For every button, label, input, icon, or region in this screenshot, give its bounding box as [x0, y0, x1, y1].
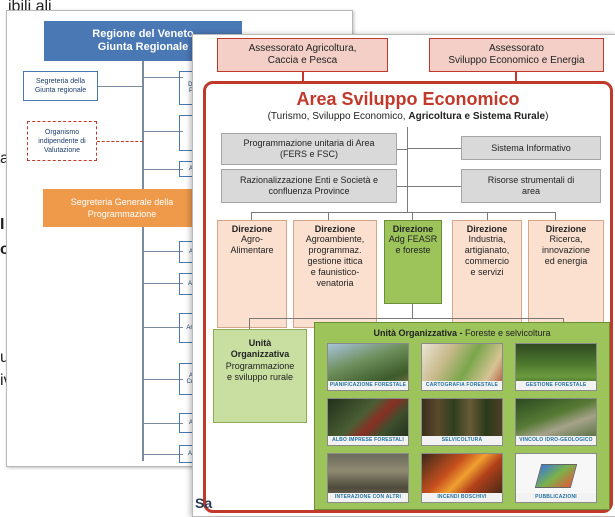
book-icon — [534, 464, 578, 488]
assessorato-agricoltura-box: Assessorato Agricoltura, Caccia e Pesca — [217, 38, 388, 72]
direzione-head: Direzione — [314, 224, 356, 234]
photo-caption: PUBBLICAZIONI — [516, 493, 596, 502]
photo-albo-imprese: ALBO IMPRESE FORESTALI — [327, 398, 409, 446]
direzione-body: Adg FEASR e foreste — [388, 234, 438, 255]
area-subtitle-bold: Agricoltura e Sistema Rurale — [408, 111, 546, 122]
direzione-head: Direzione — [466, 224, 508, 234]
area-subtitle-post: ) — [545, 111, 549, 122]
photo-selvicoltura: SELVICOLTURA — [421, 398, 503, 446]
organismo-box: Organismo indipendente di Valutazione — [27, 121, 97, 161]
photo-caption: SELVICOLTURA — [422, 436, 502, 445]
direzione-body: Agroambiente, programmaz. gestione ittic… — [305, 234, 365, 288]
back-page-frag: a — [0, 150, 9, 167]
direzione-agroalimentare-box: Direzione Agro- Alimentare — [217, 220, 287, 328]
photo-caption: CARTOGRAFIA FORESTALE — [422, 381, 502, 390]
back-page-frag: I — [0, 216, 5, 233]
direzione-body: Agro- Alimentare — [230, 234, 274, 255]
programmazione-unitaria-box: Programmazione unitaria di Area (FERS e … — [221, 133, 397, 165]
back-page-frag: iv — [0, 372, 12, 390]
photo-caption: PIANIFICAZIONE FORESTALE — [328, 381, 408, 390]
photo-vincolo-idrogeologico: VINCOLO IDRO-GEOLOGICO — [515, 398, 597, 446]
photo-caption: ALBO IMPRESE FORESTALI — [328, 436, 408, 445]
direzione-body: Ricerca, innovazione ed energia — [541, 234, 591, 266]
unita-body: Programmazione e sviluppo rurale — [225, 361, 295, 382]
direzione-head: Direzione — [545, 224, 587, 234]
photo-gestione-forestale: GESTIONE FORESTALE — [515, 343, 597, 391]
area-subtitle-pre: (Turismo, Sviluppo Economico, — [267, 111, 409, 122]
photo-caption: VINCOLO IDRO-GEOLOGICO — [516, 436, 596, 445]
photo-interazione-settori: INTERAZIONE CON ALTRI SETTORI — [327, 453, 409, 503]
footer-fragment: Sa — [195, 495, 213, 511]
photo-incendi-boschivi: INCENDI BOSCHIVI — [421, 453, 503, 503]
photo-caption: INTERAZIONE CON ALTRI SETTORI — [328, 493, 408, 502]
unita-foreste-box: Unità Organizzativa - Foreste e selvicol… — [314, 322, 610, 510]
front-page: Assessorato Agricoltura, Caccia e Pesca … — [192, 34, 615, 517]
photo-caption: GESTIONE FORESTALE — [516, 381, 596, 390]
razionalizzazione-box: Razionalizzazione Enti e Società e confl… — [221, 169, 397, 203]
segreteria-generale-box: Segreteria Generale della Programmazione — [43, 189, 201, 227]
unita-foreste-title-bold: Unità Organizzativa - — [373, 328, 463, 338]
photo-cartografia-forestale: CARTOGRAFIA FORESTALE — [421, 343, 503, 391]
segreteria-giunta-box: Segreteria della Giunta regionale — [23, 71, 98, 101]
direzione-head: Direzione — [392, 224, 434, 234]
direzione-ricerca-box: Direzione Ricerca, innovazione ed energi… — [528, 220, 604, 328]
direzione-agroambiente-box: Direzione Agroambiente, programmaz. gest… — [293, 220, 377, 328]
assessorato-sviluppo-box: Assessorato Sviluppo Economico e Energia — [429, 38, 604, 72]
unita-foreste-title-rest: Foreste e selvicoltura — [462, 328, 551, 338]
direzione-body: Industria, artigianato, commercio e serv… — [464, 234, 510, 277]
area-subtitle: (Turismo, Sviluppo Economico, Agricoltur… — [203, 111, 613, 122]
risorse-strumentali-box: Risorse strumentali di area — [461, 169, 601, 203]
photo-caption: INCENDI BOSCHIVI — [422, 493, 502, 502]
unita-foreste-title: Unità Organizzativa - Foreste e selvicol… — [315, 328, 609, 338]
direzione-head: Direzione — [231, 224, 273, 234]
unita-head: Unità Organizzativa — [230, 338, 290, 359]
direzione-adg-feasr-box: Direzione Adg FEASR e foreste — [384, 220, 442, 304]
sistema-informativo-box: Sistema Informativo — [461, 136, 601, 160]
area-title: Area Sviluppo Economico — [296, 89, 520, 109]
photo-pubblicazioni: PUBBLICAZIONI — [515, 453, 597, 503]
unita-programmazione-box: Unità Organizzativa Programmazione e svi… — [213, 329, 307, 423]
back-page-frag: u — [0, 349, 9, 366]
direzione-industria-box: Direzione Industria, artigianato, commer… — [452, 220, 522, 328]
area-sviluppo-container — [203, 81, 613, 513]
photo-pianificazione-forestale: PIANIFICAZIONE FORESTALE — [327, 343, 409, 391]
